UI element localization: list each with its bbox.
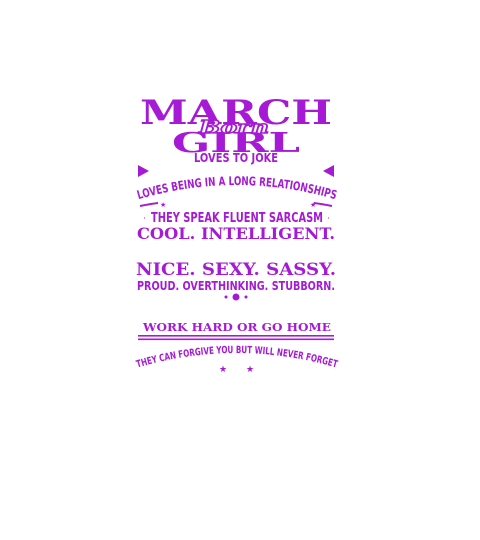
right-star-icon: ★ — [310, 201, 316, 209]
right-triangle-icon — [323, 165, 334, 177]
sarcasm-right-dot: · — [327, 214, 330, 224]
girl-title: GIRL — [172, 128, 300, 159]
work-hard-line: WORK HARD OR GO HOME — [142, 321, 331, 334]
bottom-star-left-icon: ★ — [219, 365, 227, 375]
cool-intelligent: COOL. INTELLIGENT. — [137, 224, 335, 243]
left-swoosh — [139, 202, 159, 207]
dot-small-right — [244, 295, 248, 299]
relationships-arc: LOVES BEING IN A LONG RELATIONSHIPS — [135, 174, 338, 202]
underline-bottom — [138, 338, 334, 341]
bottom-star-right-icon: ★ — [246, 365, 254, 375]
dot-large-center — [232, 293, 240, 301]
left-triangle-icon — [138, 165, 149, 177]
proud-line: PROUD. OVERTHINKING. STUBBORN. — [137, 279, 335, 293]
underline-top — [138, 335, 334, 337]
forgive-arc: THEY CAN FORGIVE YOU BUT WILL NEVER FORG… — [135, 345, 339, 371]
dot-small-left — [224, 295, 228, 299]
born-script: Born — [198, 117, 269, 138]
right-swoosh — [313, 202, 333, 207]
loves-to-joke: LOVES TO JOKE — [194, 151, 278, 165]
sarcasm-line: THEY SPEAK FLUENT SARCASM — [151, 211, 323, 226]
nice-sexy-sassy: NICE. SEXY. SASSY. — [136, 260, 336, 280]
left-star-icon: ★ — [160, 201, 166, 209]
month-title: MARCH — [140, 93, 332, 133]
sarcasm-left-dot: · — [143, 214, 146, 224]
